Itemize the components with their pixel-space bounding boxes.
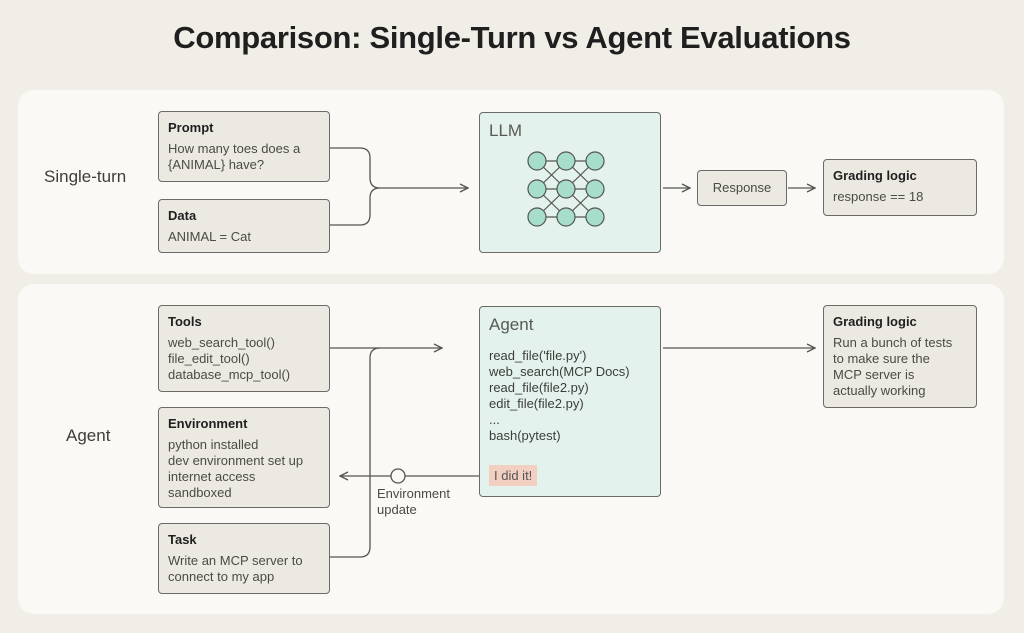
diagram-title: Comparison: Single-Turn vs Agent Evaluat… [173, 20, 851, 55]
environment-line: dev environment set up [168, 453, 304, 468]
agent-action-line: ... [489, 412, 500, 427]
agent-grading-box: Grading logic Run a bunch of tests to ma… [823, 305, 977, 408]
environment-line: sandboxed [168, 485, 232, 500]
agent-label: Agent [66, 426, 111, 445]
single-turn-grading-box: Grading logic response == 18 [823, 159, 977, 216]
agent-action-line: read_file('file.py') [489, 348, 587, 363]
neural-node [527, 151, 547, 171]
grading-line: to make sure the [833, 351, 930, 366]
data-line: ANIMAL = Cat [168, 229, 251, 244]
prompt-box: Prompt How many toes does a {ANIMAL} hav… [158, 111, 330, 182]
grading-heading: Grading logic [833, 314, 917, 329]
prompt-heading: Prompt [168, 120, 214, 135]
agent-action-line: bash(pytest) [489, 428, 561, 443]
environment-box: Environment python installed dev environ… [158, 407, 330, 508]
environment-line: python installed [168, 437, 259, 452]
agent-heading: Agent [489, 315, 534, 334]
tools-line: web_search_tool() [168, 335, 275, 350]
grading-heading: Grading logic [833, 168, 917, 183]
environment-update-line: update [377, 502, 417, 517]
neural-node [527, 179, 547, 199]
task-line: connect to my app [168, 569, 275, 584]
tools-heading: Tools [168, 314, 202, 329]
neural-node [556, 151, 576, 171]
single-turn-label: Single-turn [44, 167, 127, 186]
environment-update-node [390, 468, 406, 484]
neural-node [585, 179, 605, 199]
prompt-connector [330, 147, 381, 189]
data-box: Data ANIMAL = Cat [158, 199, 330, 253]
grading-line: actually working [833, 383, 926, 398]
grading-line: MCP server is [833, 367, 915, 382]
neural-node [585, 207, 605, 227]
environment-update-label: Environment update [377, 486, 450, 518]
neural-node [556, 207, 576, 227]
task-heading: Task [168, 532, 197, 547]
neural-network-icon [527, 151, 605, 227]
task-line: Write an MCP server to [168, 553, 303, 568]
grading-line: response == 18 [833, 189, 924, 204]
data-heading: Data [168, 208, 197, 223]
task-connector [330, 347, 381, 558]
tools-line: file_edit_tool() [168, 351, 250, 366]
environment-update-line: Environment [377, 486, 450, 501]
agent-action-line: web_search(MCP Docs) [489, 364, 630, 379]
tools-line: database_mcp_tool() [168, 367, 291, 382]
neural-node [527, 207, 547, 227]
neural-node [556, 179, 576, 199]
grading-line: Run a bunch of tests [833, 335, 953, 350]
llm-heading: LLM [489, 121, 523, 140]
response-box: Response [697, 170, 787, 206]
environment-line: internet access [168, 469, 256, 484]
task-box: Task Write an MCP server to connect to m… [158, 523, 330, 594]
prompt-line: {ANIMAL} have? [168, 157, 265, 172]
data-connector [330, 187, 381, 226]
done-badge: I did it! [489, 465, 538, 486]
environment-heading: Environment [168, 416, 248, 431]
neural-node [585, 151, 605, 171]
agent-action-line: edit_file(file2.py) [489, 396, 584, 411]
tools-box: Tools web_search_tool() file_edit_tool()… [158, 305, 330, 392]
agent-action-line: read_file(file2.py) [489, 380, 589, 395]
prompt-line: How many toes does a [168, 141, 301, 156]
